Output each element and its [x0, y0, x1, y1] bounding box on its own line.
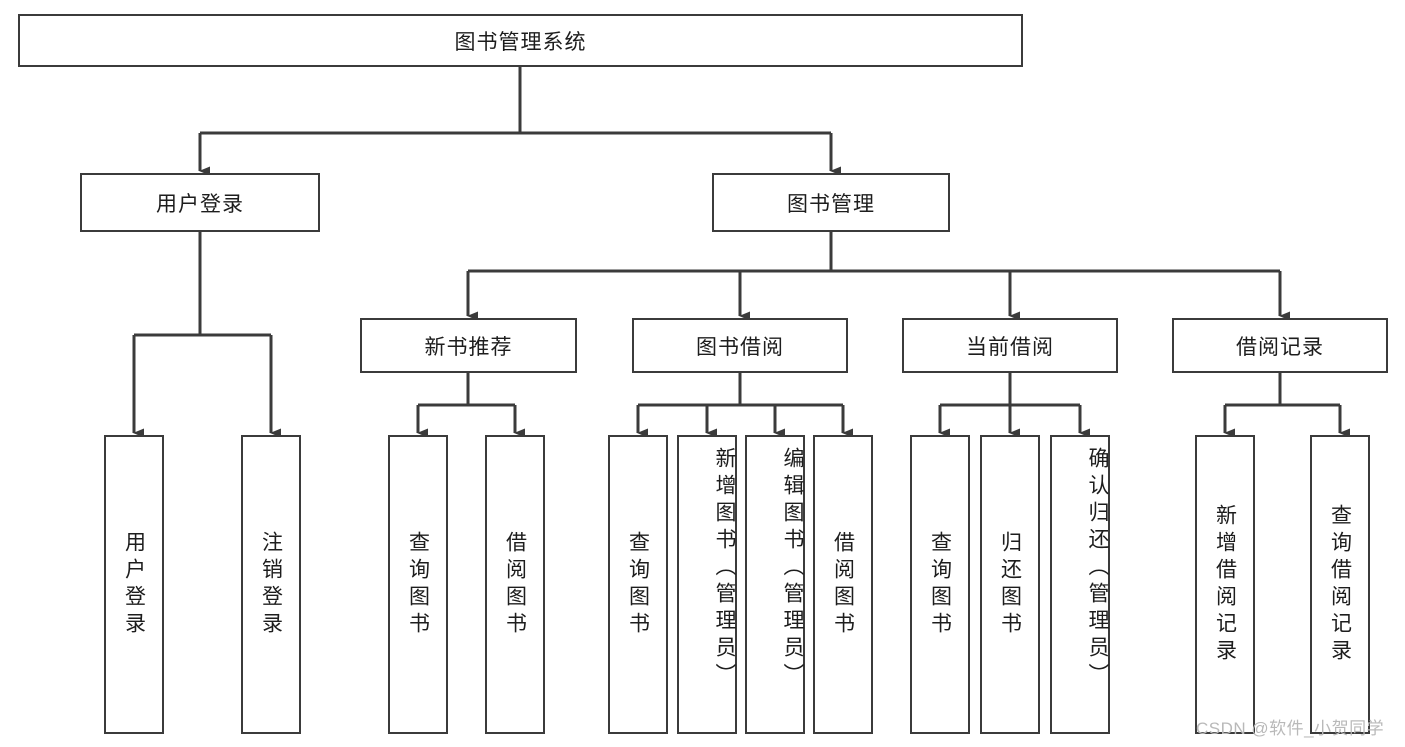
node-label-borrow-record: 借阅记录	[1236, 335, 1324, 359]
node-leaf-borrow-book-2[interactable]: 借阅图书	[813, 435, 873, 734]
node-current-borrow[interactable]: 当前借阅	[902, 318, 1118, 373]
node-label-new-book-recommend: 新书推荐	[424, 335, 513, 359]
node-leaf-edit-book-admin[interactable]: 编辑图书（管理员）	[745, 435, 805, 734]
node-leaf-add-book-admin[interactable]: 新增图书（管理员）	[677, 435, 737, 734]
node-label-leaf-borrow-book-2: 借阅图书	[831, 530, 855, 639]
node-label-current-borrow: 当前借阅	[966, 335, 1054, 359]
watermark-label: CSDN @软件_小贺同学	[1196, 719, 1385, 738]
node-user-login[interactable]: 用户登录	[80, 173, 320, 232]
node-label-leaf-query-borrow-record: 查询借阅记录	[1328, 503, 1352, 666]
node-label-user-login: 用户登录	[156, 192, 244, 216]
node-borrow-record[interactable]: 借阅记录	[1172, 318, 1388, 373]
node-leaf-confirm-return-admin[interactable]: 确认归还（管理员）	[1050, 435, 1110, 734]
node-label-leaf-user-login: 用户登录	[122, 530, 146, 639]
node-leaf-query-book-2[interactable]: 查询图书	[608, 435, 668, 734]
connector-paths	[132, 67, 1350, 438]
node-label-book-borrow: 图书借阅	[696, 335, 784, 359]
node-label-leaf-return-book: 归还图书	[998, 530, 1022, 639]
node-leaf-borrow-book-1[interactable]: 借阅图书	[485, 435, 545, 734]
node-leaf-return-book[interactable]: 归还图书	[980, 435, 1040, 734]
node-leaf-user-logout[interactable]: 注销登录	[241, 435, 301, 734]
node-label-leaf-user-logout: 注销登录	[259, 530, 283, 639]
node-label-root: 图书管理系统	[454, 30, 587, 54]
node-label-leaf-query-book-3: 查询图书	[928, 530, 952, 639]
node-leaf-query-book-1[interactable]: 查询图书	[388, 435, 448, 734]
node-new-book-recommend[interactable]: 新书推荐	[360, 318, 577, 373]
node-label-leaf-query-book-1: 查询图书	[406, 530, 430, 639]
node-label-leaf-edit-book-admin: 编辑图书（管理员）	[781, 447, 804, 690]
node-leaf-query-book-3[interactable]: 查询图书	[910, 435, 970, 734]
node-label-leaf-query-book-2: 查询图书	[626, 530, 650, 639]
node-label-leaf-add-book-admin: 新增图书（管理员）	[713, 447, 736, 690]
node-leaf-user-login[interactable]: 用户登录	[104, 435, 164, 734]
node-label-leaf-borrow-book-1: 借阅图书	[503, 530, 527, 639]
node-book-manage[interactable]: 图书管理	[712, 173, 950, 232]
node-root[interactable]: 图书管理系统	[18, 14, 1023, 67]
node-label-leaf-add-borrow-record: 新增借阅记录	[1213, 503, 1237, 666]
node-book-borrow[interactable]: 图书借阅	[632, 318, 848, 373]
node-label-leaf-confirm-return-admin: 确认归还（管理员）	[1086, 447, 1109, 690]
node-leaf-add-borrow-record[interactable]: 新增借阅记录	[1195, 435, 1255, 734]
node-label-book-manage: 图书管理	[787, 192, 875, 216]
node-leaf-query-borrow-record[interactable]: 查询借阅记录	[1310, 435, 1370, 734]
